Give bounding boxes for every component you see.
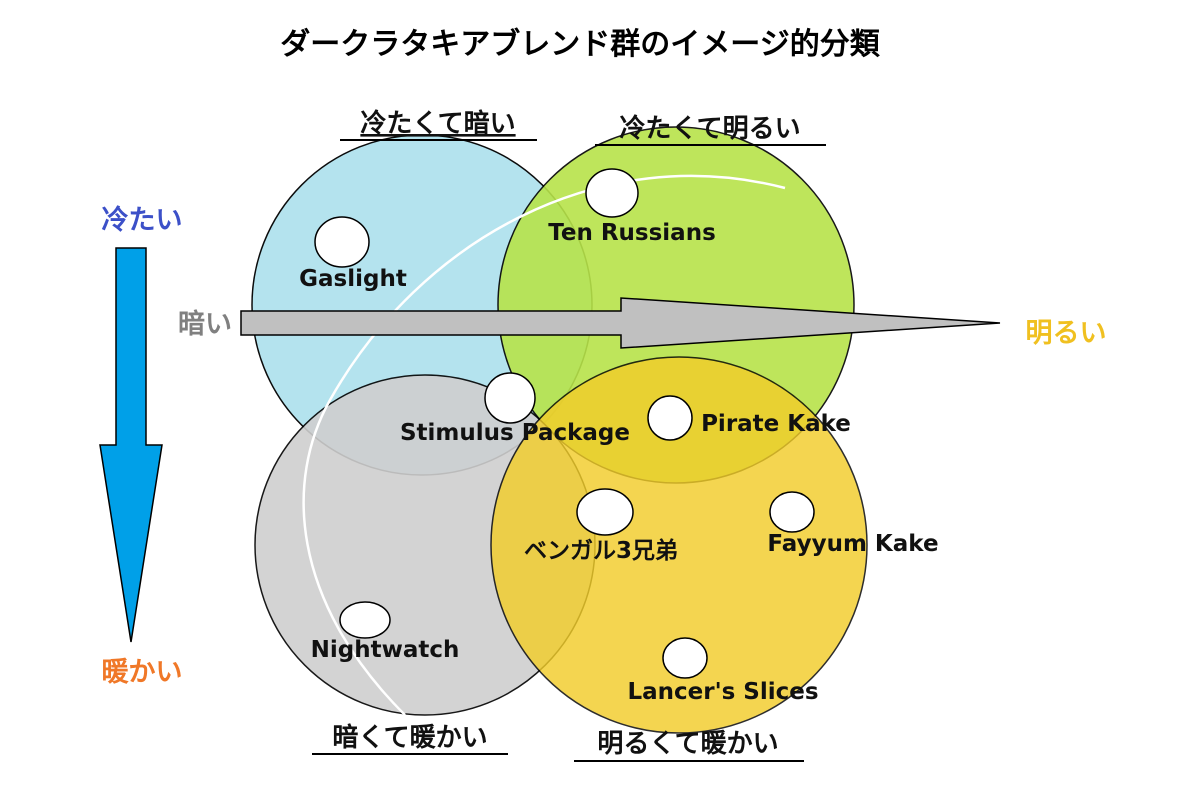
axis-label-dark: 暗い	[178, 309, 232, 340]
quadrant-label-bright-warm: 明るくて暖かい	[597, 729, 778, 759]
marker-ten-russians	[585, 168, 639, 218]
blend-label-gaslight: Gaslight	[299, 266, 407, 292]
quadrant-label-dark-warm: 暗くて暖かい	[332, 723, 487, 753]
blend-label-bengal-3: ベンガル3兄弟	[524, 537, 678, 564]
marker-gaslight	[314, 216, 370, 268]
circle-bright-warm	[490, 356, 868, 734]
marker-pirate-kake	[647, 395, 693, 441]
marker-stimulus-package	[484, 372, 536, 424]
blend-label-fayyum-kake: Fayyum Kake	[767, 531, 938, 557]
diagram-title: ダークラタキアブレンド群のイメージ的分類	[280, 27, 880, 62]
down-arrow-icon	[99, 247, 163, 643]
blend-label-lancers-slices: Lancer's Slices	[627, 679, 818, 705]
blend-label-nightwatch: Nightwatch	[311, 637, 460, 663]
marker-lancers-slices	[662, 637, 708, 679]
marker-fayyum-kake	[769, 491, 815, 533]
quadrant-label-cold-dark: 冷たくて暗い	[360, 108, 515, 139]
blend-label-stimulus-package: Stimulus Package	[400, 420, 630, 446]
axis-label-warm: 暖かい	[102, 657, 183, 688]
right-arrow-icon	[240, 297, 1001, 349]
axis-label-bright: 明るい	[1026, 318, 1107, 349]
blend-label-pirate-kake: Pirate Kake	[701, 411, 851, 437]
blend-label-ten-russians: Ten Russians	[548, 220, 716, 246]
marker-bengal-3	[576, 488, 634, 536]
axis-label-cold: 冷たい	[102, 205, 183, 236]
marker-nightwatch	[339, 601, 391, 639]
quadrant-label-cold-bright: 冷たくて明るい	[619, 113, 800, 144]
